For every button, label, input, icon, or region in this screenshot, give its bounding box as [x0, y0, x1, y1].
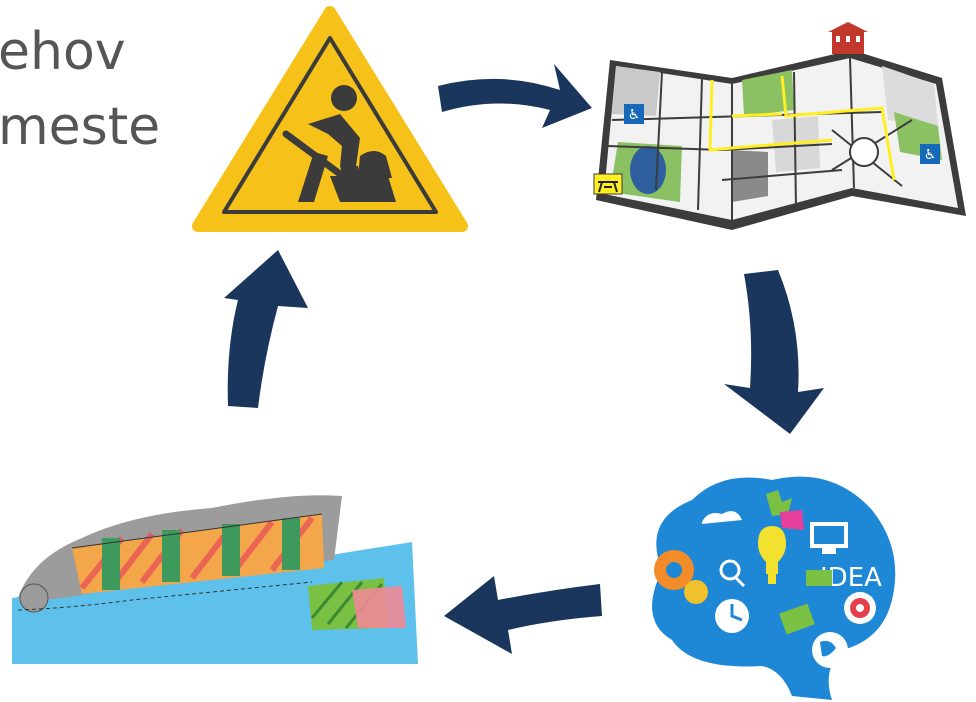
svg-text:♿: ♿ [924, 147, 937, 163]
construction-sign-icon [190, 6, 470, 234]
svg-text:♿: ♿ [628, 107, 641, 123]
arrow-to-zoning [440, 560, 610, 660]
arrow-to-ideas [720, 268, 830, 438]
title-line-2: meste [0, 97, 161, 157]
city-map-icon: ♿ ♿ [582, 20, 970, 232]
arrow-to-map [430, 50, 600, 140]
title-line-1: ehov [0, 22, 126, 82]
zoning-plan-map-icon [12, 478, 420, 664]
arrow-to-construction [224, 248, 314, 412]
brain-ideas-icon: IDEA [632, 470, 904, 702]
